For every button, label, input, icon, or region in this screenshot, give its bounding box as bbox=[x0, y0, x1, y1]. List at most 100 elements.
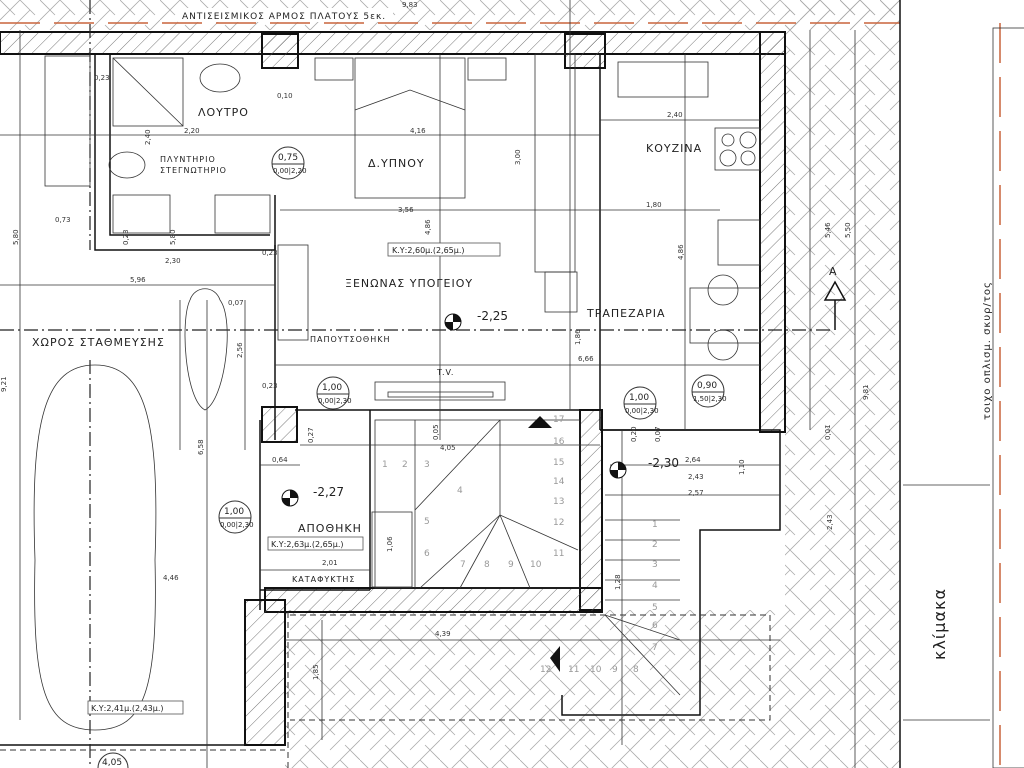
svg-text:0,23: 0,23 bbox=[122, 229, 130, 245]
svg-text:1,85: 1,85 bbox=[312, 664, 320, 680]
door-tag: 0,75 0,00|2,20 bbox=[271, 146, 307, 180]
svg-text:6,66: 6,66 bbox=[578, 355, 594, 363]
svg-text:1,50|2,30: 1,50|2,30 bbox=[693, 395, 727, 403]
svg-text:7: 7 bbox=[460, 560, 466, 570]
door-tag: 1,00 0,00|2,30 bbox=[316, 376, 352, 410]
wall-east bbox=[759, 31, 786, 433]
svg-text:4,46: 4,46 bbox=[163, 574, 179, 582]
room-label-kitchen: ΚΟΥΖΙΝΑ bbox=[646, 142, 702, 155]
svg-text:0,23: 0,23 bbox=[262, 249, 278, 257]
svg-text:2,56: 2,56 bbox=[236, 342, 244, 358]
svg-text:0,00|2,20: 0,00|2,20 bbox=[273, 167, 307, 175]
svg-text:0,90: 0,90 bbox=[697, 381, 717, 391]
room-label-bedroom: Δ.ΥΠΝΟΥ bbox=[368, 157, 425, 170]
guest-outline bbox=[274, 54, 760, 440]
svg-text:5,46: 5,46 bbox=[824, 222, 832, 238]
svg-text:1: 1 bbox=[382, 460, 388, 470]
section-mark: Α bbox=[829, 265, 838, 278]
svg-text:4,05: 4,05 bbox=[102, 758, 122, 768]
exterior-stair bbox=[604, 519, 681, 696]
ceiling-height-box bbox=[87, 700, 184, 715]
room-label-dining: ΤΡΑΠΕΖΑΡΙΑ bbox=[586, 307, 666, 320]
svg-text:-2,30: -2,30 bbox=[648, 456, 679, 470]
earth-top bbox=[0, 0, 900, 30]
dimension-lines bbox=[0, 0, 856, 768]
svg-text:3,56: 3,56 bbox=[398, 206, 414, 214]
ceiling-height-guest: Κ.Υ:2,60μ.(2,65μ.) bbox=[392, 246, 465, 255]
room-label-bathroom: ΛΟΥΤΡΟ bbox=[198, 106, 249, 119]
svg-text:12: 12 bbox=[540, 665, 551, 675]
svg-text:-2,27: -2,27 bbox=[313, 485, 344, 499]
svg-text:0,20: 0,20 bbox=[630, 426, 638, 442]
svg-text:3,00: 3,00 bbox=[514, 149, 522, 165]
svg-text:0,23: 0,23 bbox=[262, 382, 278, 390]
svg-text:1,00: 1,00 bbox=[224, 507, 244, 517]
svg-text:4,86: 4,86 bbox=[677, 244, 685, 260]
svg-text:9,21: 9,21 bbox=[0, 376, 8, 392]
svg-text:1,00: 1,00 bbox=[629, 393, 649, 403]
svg-text:0,00|2,30: 0,00|2,30 bbox=[625, 407, 659, 415]
svg-text:17: 17 bbox=[553, 415, 564, 425]
storage-outline bbox=[259, 410, 371, 610]
room-label-shelter: ΚΑΤΑΦΥΚΤΗΣ bbox=[292, 575, 355, 584]
label-staircase: κλίμακα bbox=[930, 588, 949, 660]
interior-stair bbox=[374, 419, 581, 589]
svg-text:14: 14 bbox=[553, 477, 565, 487]
svg-text:0,73: 0,73 bbox=[55, 216, 71, 224]
svg-text:9,81: 9,81 bbox=[862, 384, 870, 400]
neighbour-wall bbox=[992, 27, 1024, 768]
svg-text:2,40: 2,40 bbox=[144, 129, 152, 145]
svg-text:1,00: 1,00 bbox=[322, 383, 342, 393]
svg-text:0,23: 0,23 bbox=[94, 74, 110, 82]
svg-text:5: 5 bbox=[652, 603, 658, 613]
svg-text:4: 4 bbox=[457, 486, 463, 496]
svg-text:1,10: 1,10 bbox=[738, 459, 746, 475]
svg-text:0,00|2,30: 0,00|2,30 bbox=[318, 397, 352, 405]
door-tag: 1,00 0,00|2,30 bbox=[623, 386, 659, 420]
room-label-storage: ΑΠΟΘΗΚΗ bbox=[298, 522, 362, 535]
svg-text:1,28: 1,28 bbox=[614, 574, 622, 590]
ceiling-height-box bbox=[267, 536, 364, 551]
svg-text:5,80: 5,80 bbox=[12, 229, 20, 245]
room-label-parking: ΧΩΡΟΣ ΣΤΑΘΜΕΥΣΗΣ bbox=[32, 336, 165, 349]
svg-text:8: 8 bbox=[484, 560, 490, 570]
label-shoe-cabinet: ΠΑΠΟΥΤΣΟΘΗΚΗ bbox=[310, 335, 391, 344]
label-tv: T.V. bbox=[436, 368, 454, 377]
svg-text:5,96: 5,96 bbox=[130, 276, 146, 284]
svg-text:1,86: 1,86 bbox=[574, 329, 582, 345]
interior-step-numbers: 1 2 3 4 5 6 7 8 9 10 11 12 13 14 15 16 1… bbox=[382, 415, 565, 570]
stair-up-arrow bbox=[528, 416, 552, 428]
svg-text:16: 16 bbox=[553, 437, 565, 447]
svg-text:2,20: 2,20 bbox=[184, 127, 200, 135]
svg-text:0,07: 0,07 bbox=[228, 299, 244, 307]
svg-text:2: 2 bbox=[402, 460, 408, 470]
room-label-washer: ΠΛΥΝΤΗΡΙΟ bbox=[160, 155, 216, 164]
svg-text:15: 15 bbox=[553, 458, 564, 468]
wall-parking-east bbox=[244, 599, 286, 746]
column-north bbox=[261, 33, 299, 69]
column-mid bbox=[261, 406, 298, 443]
svg-text:9: 9 bbox=[508, 560, 514, 570]
bathroom-outline bbox=[94, 54, 276, 251]
dimension-values: 9,83 0,23 0,10 2,20 2,40 4,16 3,56 4,86 … bbox=[0, 1, 870, 680]
svg-text:8: 8 bbox=[633, 665, 639, 675]
svg-text:-2,25: -2,25 bbox=[477, 309, 508, 323]
svg-text:0,07: 0,07 bbox=[654, 426, 662, 442]
svg-text:3: 3 bbox=[424, 460, 430, 470]
svg-text:0,05: 0,05 bbox=[432, 424, 440, 440]
window-tag: 0,90 1,50|2,30 bbox=[691, 374, 727, 408]
svg-text:1,80: 1,80 bbox=[646, 201, 662, 209]
svg-text:2,64: 2,64 bbox=[685, 456, 701, 464]
seismic-joint-label: ΑΝΤΙΣΕΙΣΜΙΚΟΣ ΑΡΜΟΣ ΠΛΑΤΟΥΣ 5εκ. bbox=[182, 12, 386, 22]
ceiling-height-parking: Κ.Υ:2,41μ.(2,43μ.) bbox=[91, 704, 164, 713]
room-label-dryer: ΣΤΕΓΝΩΤΗΡΙΟ bbox=[160, 166, 227, 175]
door-tag: 1,00 0,00|2,30 bbox=[218, 500, 254, 534]
svg-text:0,01: 0,01 bbox=[824, 424, 832, 440]
svg-text:0,10: 0,10 bbox=[277, 92, 293, 100]
svg-text:12: 12 bbox=[553, 518, 564, 528]
svg-text:9,83: 9,83 bbox=[402, 1, 418, 9]
svg-text:10: 10 bbox=[590, 665, 602, 675]
svg-text:3: 3 bbox=[652, 560, 658, 570]
svg-text:2: 2 bbox=[652, 540, 658, 550]
